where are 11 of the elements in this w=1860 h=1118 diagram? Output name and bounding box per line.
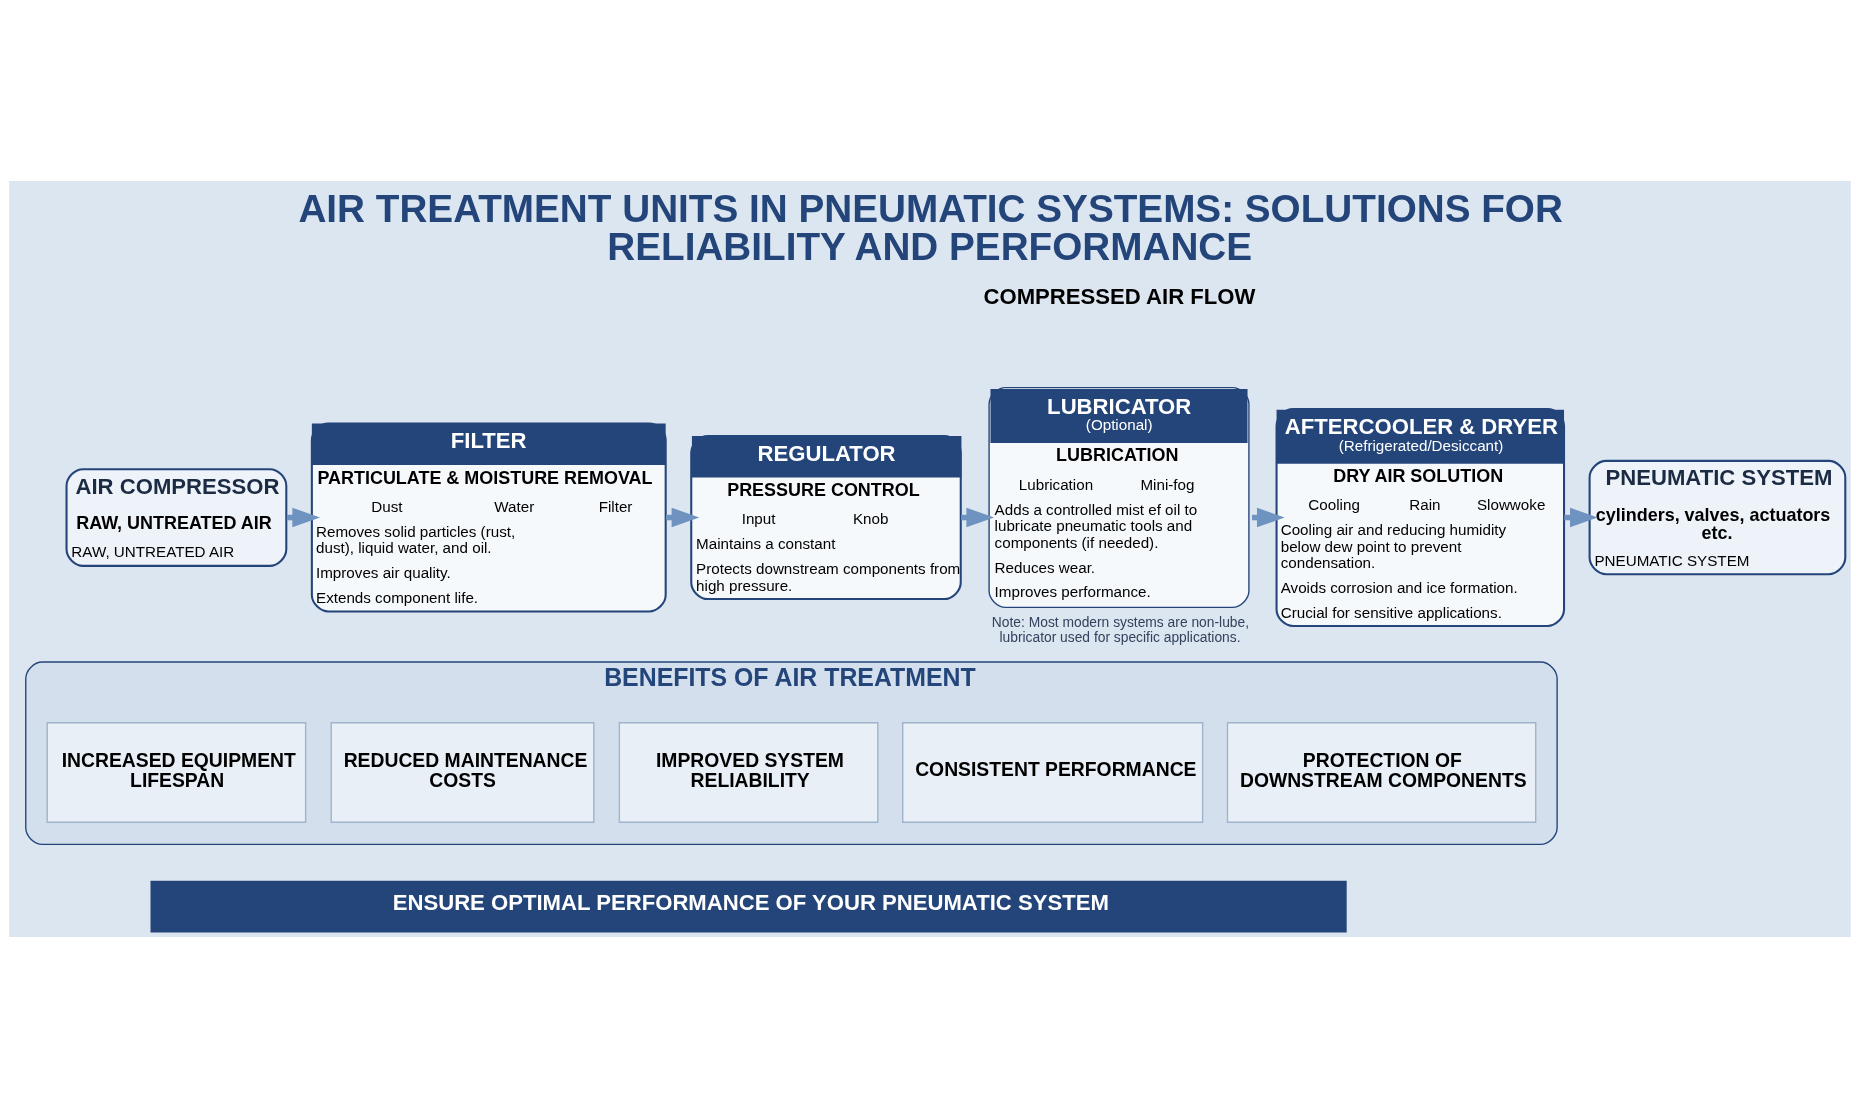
node-box: AIR COMPRESSOR RAW, UNTREATED AIR RAW, UNTREATED AIR (65, 468, 288, 567)
diagram-title: AIR TREATMENT UNITS IN PNEUMATIC SYSTEMS: SOLUTIONS FOR RELIABILITY AND PERFORMANCE (298, 186, 1563, 269)
node-box: PNEUMATIC SYSTEM cylinders, valves, actuators etc. PNEUMATIC SYSTEM (1588, 459, 1847, 576)
node-box: INCREASED EQUIPMENT LIFESPAN (46, 722, 307, 823)
node-box: REDUCED MAINTENANCE COSTS (330, 722, 595, 823)
label: ENSURE OPTIMAL PERFORMANCE OF YOUR PNEUMATIC SYSTEM (392, 890, 1109, 916)
label: COMPRESSED AIR FLOW (983, 283, 1256, 309)
node-box: PROTECTION OF DOWNSTREAM COMPONENTS (1226, 722, 1537, 823)
node-box: CONSISTENT PERFORMANCE (902, 722, 1204, 823)
node-box: IMPROVED SYSTEM RELIABILITY (618, 722, 879, 823)
node-label: Note: Most modern systems are non-lube, lubricator used for specific applications. (991, 613, 1250, 645)
